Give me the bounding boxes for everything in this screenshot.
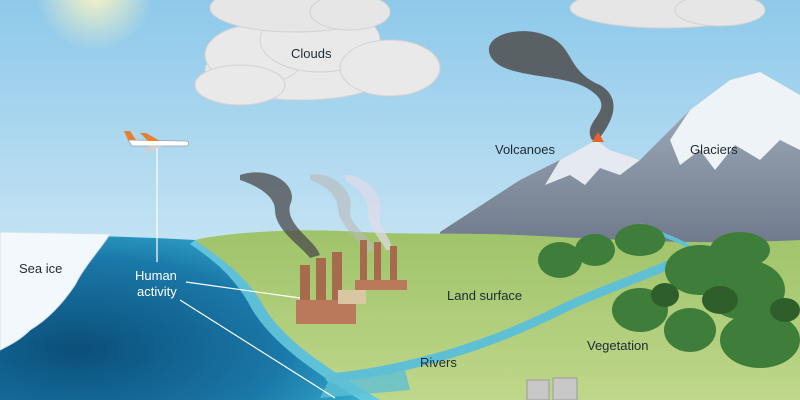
cloud-right (569, 0, 766, 29)
smoke-plume-light (310, 174, 375, 252)
river (325, 250, 695, 383)
city-buildings (526, 377, 578, 400)
leader-line-rivers (179, 299, 336, 399)
sea-ice-shape (0, 231, 111, 351)
coast-shallow (190, 240, 380, 400)
factory (296, 240, 407, 324)
label-human-activity-line2: activity (137, 284, 177, 299)
label-clouds: Clouds (291, 46, 332, 61)
label-human-activity-line1: Human (135, 268, 177, 283)
label-vegetation: Vegetation (587, 338, 649, 353)
sun (35, 0, 155, 50)
label-land-surface: Land surface (447, 288, 523, 303)
glacier-snow (670, 72, 800, 170)
label-volcanoes: Volcanoes (495, 142, 555, 157)
volcano-snow (545, 140, 640, 185)
lava-glow (592, 132, 604, 142)
smoke-plume-dark (240, 172, 320, 258)
river-delta (320, 370, 410, 398)
leader-line-factory (185, 281, 301, 299)
cloud-top (209, 0, 391, 33)
ocean (0, 232, 380, 400)
forest-dark (651, 283, 800, 322)
label-sea-ice: Sea ice (19, 261, 63, 276)
airplane-icon (124, 131, 190, 152)
label-glaciers: Glaciers (690, 142, 738, 157)
volcano-plume (488, 31, 614, 141)
label-rivers: Rivers (420, 355, 457, 370)
steam-plume (345, 175, 392, 250)
